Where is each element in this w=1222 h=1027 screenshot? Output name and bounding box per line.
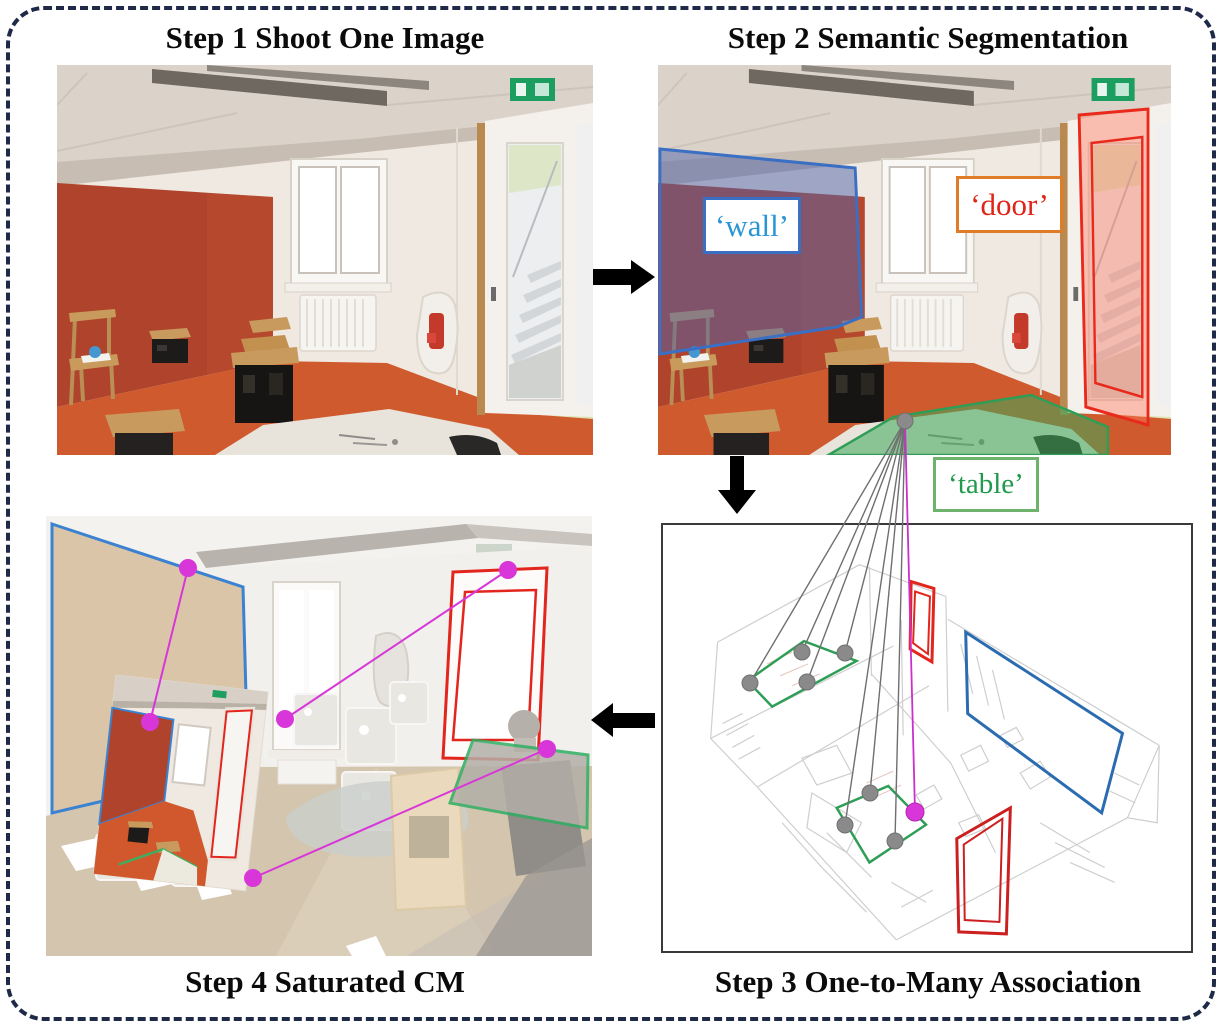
step4-render [46,516,592,956]
step3-diagram [661,523,1193,953]
step4-title: Step 4 Saturated CM [185,964,465,999]
wall-label: ‘wall’ [703,197,801,254]
step1-photo [57,65,593,455]
table-label: ‘table’ [933,457,1039,512]
inset-photo [93,674,269,892]
door-label: ‘door’ [956,176,1063,233]
wall-outline-3d [964,629,1125,816]
arrow-left-icon [591,703,655,737]
door-segment-outline [1077,107,1150,427]
step3-title: Step 3 One-to-Many Association [714,964,1142,999]
table-top-outline-3d [745,639,860,709]
step2-photo [658,65,1171,455]
step1-title: Step 1 Shoot One Image [165,20,485,55]
table-bottom-outline-3d [834,784,928,865]
door-bottom-outline [955,805,1012,936]
step2-title: Step 2 Semantic Segmentation [727,20,1129,55]
arrow-right-icon [593,260,655,294]
arrow-down-icon [718,456,756,514]
